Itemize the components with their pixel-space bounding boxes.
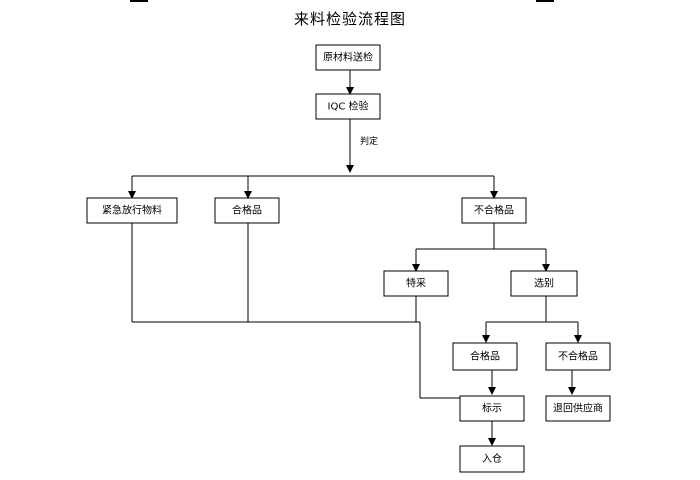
node-emergency-release: 紧急放行物料 — [86, 197, 178, 224]
node-iqc-inspection: IQC 检验 — [315, 93, 381, 120]
page-title: 来料检验流程图 — [293, 10, 406, 28]
node-label: 入仓 — [482, 452, 502, 465]
node-qualified-1: 合格品 — [214, 197, 280, 224]
node-label: 特采 — [406, 278, 426, 290]
node-label: IQC 检验 — [328, 100, 369, 113]
node-return-supplier: 退回供应商 — [545, 395, 611, 422]
node-label: 紧急放行物料 — [102, 204, 162, 217]
top-edge-mark-right — [536, 0, 554, 2]
node-label: 不合格品 — [474, 204, 514, 217]
node-label: 选别 — [534, 277, 554, 290]
node-label: 退回供应商 — [553, 402, 603, 415]
node-qualified-2: 合格品 — [452, 342, 518, 371]
node-label: 标示 — [482, 403, 502, 415]
node-label: 合格品 — [232, 204, 262, 217]
connectors — [128, 70, 582, 446]
node-sorting: 选别 — [510, 270, 578, 297]
node-special-acceptance: 特采 — [383, 270, 449, 297]
node-marking: 标示 — [459, 395, 525, 422]
node-warehouse-in: 入仓 — [459, 445, 525, 473]
node-nonconforming-1: 不合格品 — [461, 197, 527, 224]
node-label: 原材料送检 — [323, 51, 373, 64]
node-raw-material-inspection: 原材料送检 — [315, 44, 381, 71]
node-label: 不合格品 — [558, 350, 598, 363]
top-edge-mark-left — [130, 0, 148, 2]
node-nonconforming-2: 不合格品 — [545, 342, 611, 371]
node-label: 合格品 — [470, 350, 500, 363]
edge-label-judge: 判定 — [360, 135, 378, 147]
